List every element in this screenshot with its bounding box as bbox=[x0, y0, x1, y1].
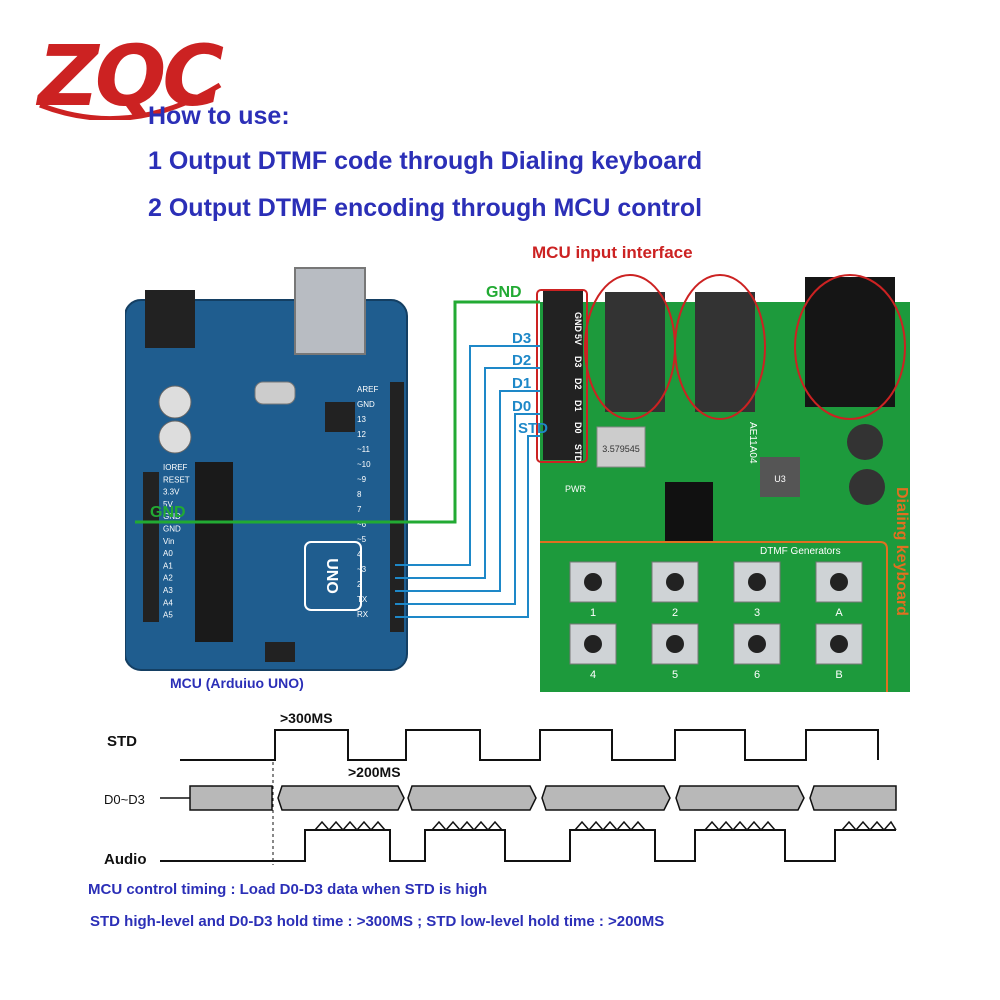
arduino-right-pin-label: 7 bbox=[357, 505, 362, 514]
keypad-button-cap bbox=[666, 573, 684, 591]
arduino-right-pin-label: ~5 bbox=[357, 535, 367, 544]
timing-note-1: MCU control timing : Load D0-D3 data whe… bbox=[88, 881, 488, 898]
arduino-left-pin-label: GND bbox=[163, 525, 181, 534]
arduino-right-pin-label: 12 bbox=[357, 430, 366, 439]
keypad-button-cap bbox=[830, 635, 848, 653]
arduino-left-pin-label: GND bbox=[163, 512, 181, 521]
arduino-left-pin-label: A1 bbox=[163, 561, 173, 570]
atmega-chip-icon bbox=[195, 462, 233, 642]
arduino-right-pin-label: TX bbox=[357, 595, 368, 604]
timing-diagram bbox=[160, 729, 897, 865]
arduino-left-pin-label: A3 bbox=[163, 586, 173, 595]
d3-wire-label: D3 bbox=[512, 330, 532, 347]
keypad-key-label: 4 bbox=[590, 669, 596, 681]
usb-connector-icon bbox=[294, 267, 366, 355]
keypad-key-label: 1 bbox=[590, 607, 596, 619]
arduino-left-pin-label: RESET bbox=[163, 475, 190, 484]
arduino-left-pin-label: Vin bbox=[163, 537, 174, 546]
arduino-gnd-label: GND bbox=[150, 504, 186, 521]
arduino-right-pin-label: 4 bbox=[357, 550, 362, 559]
module-pin-label: D2 bbox=[573, 378, 583, 390]
method-2-heading: 2 Output DTMF encoding through MCU contr… bbox=[148, 194, 703, 222]
arduino-right-pin-label: 13 bbox=[357, 415, 366, 424]
arduino-left-pin-label: A4 bbox=[163, 598, 173, 607]
how-to-use-title: How to use: bbox=[148, 102, 290, 130]
audio-jack-2-icon bbox=[695, 292, 755, 412]
module-pin-label: D1 bbox=[573, 400, 583, 412]
keypad-key-label: 5 bbox=[672, 669, 678, 681]
arduino-right-pin-label: AREF bbox=[357, 385, 378, 394]
module-pin-label: GND bbox=[573, 312, 583, 333]
arduino-right-pin-label: 8 bbox=[357, 490, 362, 499]
high-time-label: >300MS bbox=[280, 710, 333, 726]
timing-std-label: STD bbox=[107, 733, 137, 750]
timing-note-2: STD high-level and D0-D3 hold time : >30… bbox=[90, 913, 665, 930]
mcu-input-interface-label: MCU input interface bbox=[532, 243, 693, 262]
uno-badge: UNO bbox=[323, 558, 340, 594]
arduino-right-pin-label: ~3 bbox=[357, 565, 367, 574]
keypad-button bbox=[815, 623, 863, 665]
keypad-button-cap bbox=[584, 573, 602, 591]
low-time-label: >200MS bbox=[348, 764, 401, 780]
timing-audio-label: Audio bbox=[104, 851, 147, 868]
mcu-board-caption: MCU (Arduiuo UNO) bbox=[170, 675, 304, 691]
keypad-button-cap bbox=[748, 573, 766, 591]
keypad-key-label: 2 bbox=[672, 607, 678, 619]
arduino-right-pin-label: RX bbox=[357, 610, 369, 619]
wiring-diagram bbox=[135, 300, 540, 618]
module-pin-label: 5V bbox=[573, 334, 583, 345]
arduino-right-pin-label: ~6 bbox=[357, 520, 367, 529]
keypad-key-label: 6 bbox=[754, 669, 760, 681]
keypad-key-label: B bbox=[835, 669, 842, 681]
timing-data-label: D0~D3 bbox=[104, 792, 145, 807]
keypad-key-label: 3 bbox=[754, 607, 760, 619]
d2-wire-label: D2 bbox=[512, 352, 532, 369]
keypad-button-cap bbox=[830, 573, 848, 591]
arduino-left-pin-label: A5 bbox=[163, 611, 173, 620]
arduino-right-pin-label: ~11 bbox=[357, 445, 371, 454]
audio-jack-1-icon bbox=[605, 292, 665, 412]
module-pin-label: D0 bbox=[573, 422, 583, 434]
arduino-left-pin-label: 5V bbox=[163, 500, 173, 509]
svg-text:3.579545: 3.579545 bbox=[602, 444, 640, 454]
keypad-button-cap bbox=[584, 635, 602, 653]
logo-swoosh-icon bbox=[39, 82, 222, 120]
arduino-right-pin-label: 2 bbox=[357, 580, 362, 589]
arduino-right-pin-label: GND bbox=[357, 400, 375, 409]
arduino-left-pin-label: A2 bbox=[163, 574, 173, 583]
brand-logo: ZQC bbox=[38, 27, 224, 125]
d0-wire-label: D0 bbox=[512, 398, 532, 415]
module-pin-label: D3 bbox=[573, 356, 583, 368]
pin-header-icon bbox=[543, 290, 583, 460]
gnd-wire-label: GND bbox=[486, 284, 522, 301]
arduino-left-pin-label: A0 bbox=[163, 549, 173, 558]
arduino-right-pin-label: ~9 bbox=[357, 475, 367, 484]
arduino-right-pin-label: ~10 bbox=[357, 460, 371, 469]
module-pin-label: STD bbox=[573, 444, 583, 463]
svg-text:PWR: PWR bbox=[565, 484, 586, 494]
svg-text:AE11A04: AE11A04 bbox=[747, 422, 758, 464]
power-jack-icon bbox=[145, 290, 195, 348]
svg-text:U3: U3 bbox=[774, 474, 786, 484]
arduino-left-pin-label: 3.3V bbox=[163, 488, 180, 497]
mcu-input-highlight bbox=[536, 289, 588, 463]
arduino-left-pin-label: IOREF bbox=[163, 463, 188, 472]
keypad-key-label: A bbox=[835, 607, 843, 619]
d1-wire-label: D1 bbox=[512, 375, 532, 392]
std-wire-label: STD bbox=[518, 420, 548, 437]
dc-jack-icon bbox=[805, 277, 895, 407]
keypad-button-cap bbox=[748, 635, 766, 653]
dialing-keyboard-label: Dialing keyboard bbox=[893, 487, 910, 616]
keypad-button-cap bbox=[666, 635, 684, 653]
arduino-uno-board: UNO IOREFRESET3.3V5VGNDGNDVinA0A1A2A3A4A… bbox=[125, 267, 408, 671]
method-1-heading: 1 Output DTMF code through Dialing keybo… bbox=[148, 147, 703, 175]
svg-text:DTMF Generators: DTMF Generators bbox=[760, 546, 841, 557]
